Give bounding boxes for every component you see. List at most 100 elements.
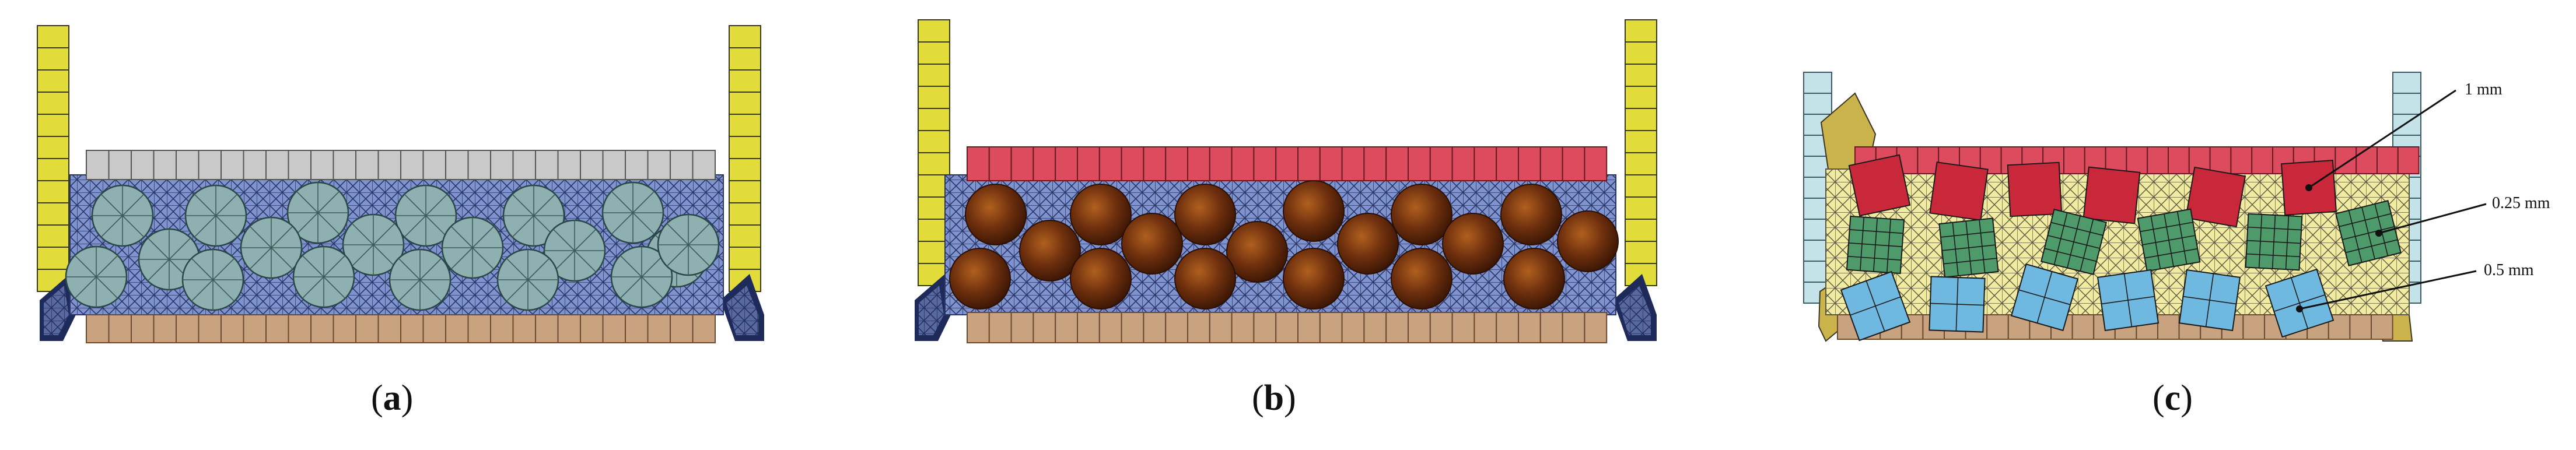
plate-cell: [1077, 312, 1100, 343]
plate-cell: [288, 314, 312, 343]
plate-cell: [602, 150, 626, 180]
plate-cell: [310, 314, 334, 343]
red-square-particle: [2082, 166, 2141, 224]
plate-cell: [198, 150, 222, 180]
wall-cell: [37, 47, 69, 71]
panel-a-right-wall: [729, 25, 761, 292]
plate-cell: [1165, 146, 1188, 181]
wall-cell: [37, 180, 69, 203]
brown-particle: [1283, 180, 1345, 242]
wall-cell: [918, 64, 950, 87]
teal-particle: [184, 184, 247, 247]
plate-cell: [1562, 312, 1586, 343]
plate-cell: [647, 314, 671, 343]
annotation-025mm: 0.25 mm: [2492, 194, 2550, 212]
plate-cell: [512, 150, 536, 180]
plate-cell: [176, 314, 200, 343]
plate-cell: [1986, 314, 2009, 340]
wall-cell: [1803, 72, 1832, 94]
panel-b-right-wall: [1625, 19, 1657, 286]
brown-particle: [1070, 248, 1132, 310]
wall-cell: [729, 180, 761, 203]
plate-cell: [692, 150, 716, 180]
red-square-particle: [2007, 161, 2063, 217]
plate-cell: [2168, 146, 2190, 174]
wall-cell: [37, 136, 69, 159]
plate-cell: [535, 150, 559, 180]
lightblue-square-particle: [1840, 270, 1911, 342]
plate-cell: [153, 150, 177, 180]
plate-cell: [2349, 314, 2372, 340]
teal-particle: [342, 213, 405, 276]
teal-particle: [496, 248, 559, 311]
plate-cell: [467, 150, 491, 180]
plate-cell: [1341, 312, 1365, 343]
plate-cell: [1010, 312, 1034, 343]
teal-particle: [441, 216, 504, 279]
wall-cell: [729, 47, 761, 71]
plate-cell: [422, 314, 446, 343]
plate-cell: [422, 150, 446, 180]
teal-particle: [610, 245, 673, 308]
plate-cell: [1539, 312, 1563, 343]
plate-cell: [2356, 146, 2378, 174]
wall-cell: [918, 152, 950, 175]
teal-particle: [502, 184, 565, 247]
plate-cell: [580, 314, 604, 343]
plate-cell: [1209, 312, 1233, 343]
brown-particle: [1174, 184, 1236, 245]
plate-cell: [1231, 146, 1255, 181]
plate-cell: [355, 150, 379, 180]
plate-cell: [988, 146, 1012, 181]
plate-cell: [1451, 146, 1475, 181]
wall-cell: [1803, 93, 1832, 115]
plate-cell: [265, 314, 289, 343]
plate-cell: [332, 150, 356, 180]
plate-cell: [1098, 312, 1122, 343]
plate-cell: [1187, 146, 1210, 181]
wall-cell: [918, 19, 950, 43]
green-square-particle: [1938, 217, 1999, 278]
panel-c-leader-lines: [2296, 89, 2487, 312]
plate-cell: [2251, 146, 2273, 174]
wall-cell: [37, 158, 69, 181]
plate-cell: [1209, 146, 1233, 181]
plate-cell: [647, 150, 671, 180]
plate-cell: [1518, 312, 1541, 343]
wall-cell: [37, 25, 69, 48]
plate-cell: [131, 314, 155, 343]
plate-cell: [1496, 312, 1519, 343]
brown-particle: [1503, 248, 1565, 310]
plate-cell: [1275, 312, 1298, 343]
plate-cell: [1319, 146, 1343, 181]
plate-cell: [580, 150, 604, 180]
wall-cell: [37, 92, 69, 115]
wall-cell: [37, 247, 69, 270]
plate-cell: [1165, 312, 1188, 343]
plate-cell: [1032, 146, 1056, 181]
annotation-05mm: 0.5 mm: [2484, 261, 2534, 279]
plate-cell: [198, 314, 222, 343]
plate-cell: [2334, 146, 2357, 174]
brown-particle: [1226, 221, 1288, 283]
wall-cell: [1625, 41, 1657, 65]
lightblue-square-particle: [2178, 269, 2241, 332]
plate-cell: [967, 312, 990, 343]
plate-cell: [2209, 146, 2232, 174]
plate-cell: [445, 314, 469, 343]
plate-cell: [1363, 312, 1387, 343]
plate-cell: [2230, 146, 2253, 174]
green-square-particle: [2137, 208, 2201, 272]
teal-particle: [181, 248, 244, 311]
plate-cell: [1385, 146, 1409, 181]
brown-particle: [1391, 184, 1452, 245]
panel-a-seals: [40, 274, 764, 341]
lightblue-square-particle: [2264, 268, 2334, 338]
plate-cell: [1474, 312, 1497, 343]
wall-cell: [729, 69, 761, 93]
teal-particle: [657, 213, 720, 276]
plate-cell: [2126, 146, 2148, 174]
plate-cell: [176, 150, 200, 180]
plate-cell: [557, 150, 581, 180]
plate-cell: [220, 150, 244, 180]
